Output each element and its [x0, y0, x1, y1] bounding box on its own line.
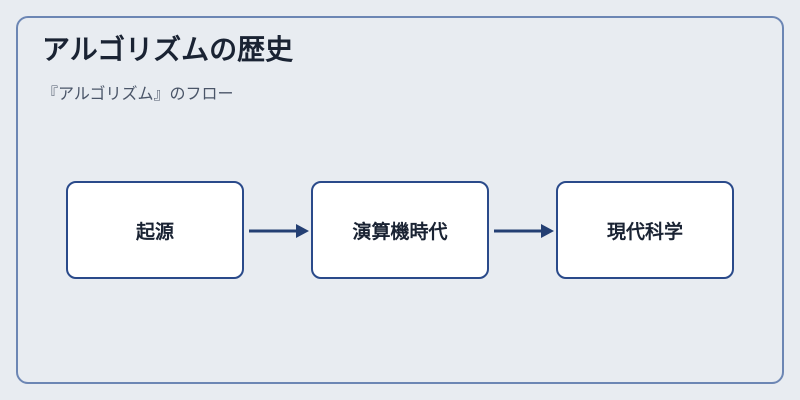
- flow-node-label: 起源: [135, 220, 174, 243]
- flow-node-modern-science: 現代科学: [556, 181, 734, 279]
- flow-node-calculator-era: 演算機時代: [311, 181, 489, 279]
- flow-node-label: 演算機時代: [352, 220, 448, 243]
- flow-node-label: 現代科学: [606, 220, 683, 243]
- diagram-subtitle: 『アルゴリズム』のフロー: [42, 84, 234, 103]
- flow-node-origin: 起源: [66, 181, 244, 279]
- flow-arrow: [249, 224, 309, 238]
- flow-arrow: [494, 224, 554, 238]
- diagram-title: アルゴリズムの歴史: [42, 33, 294, 66]
